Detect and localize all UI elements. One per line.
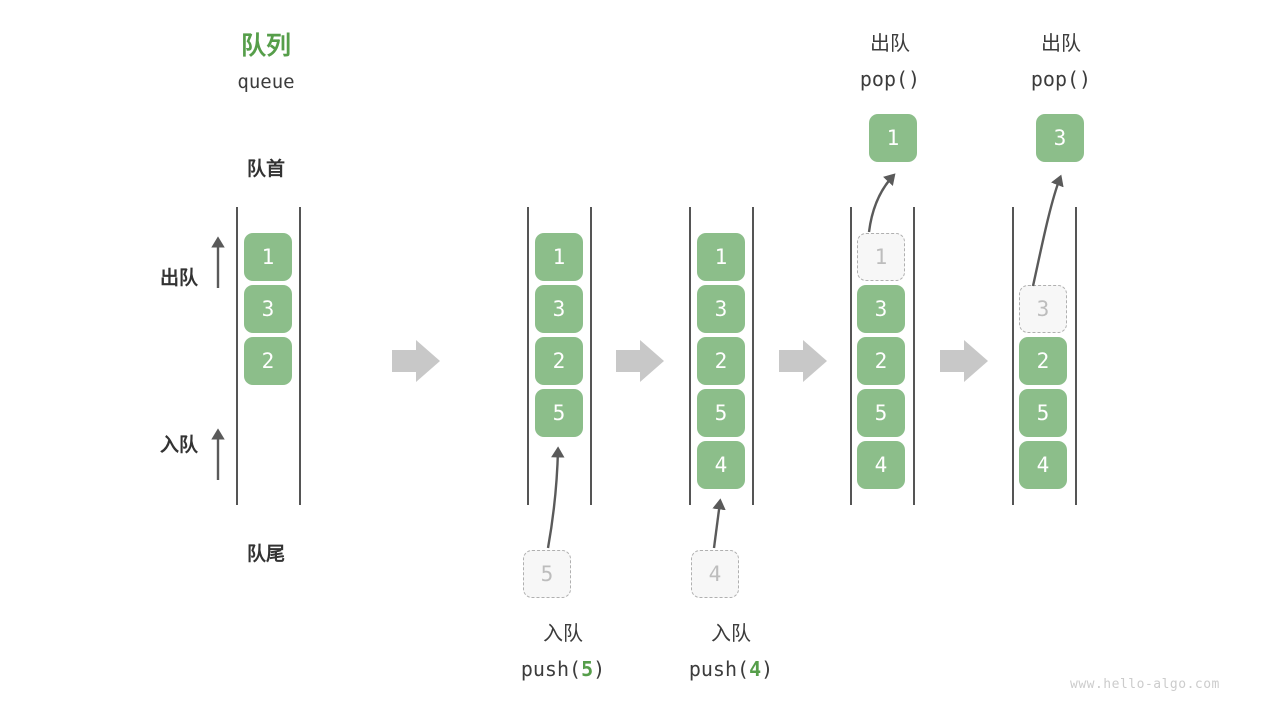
queue-cell: 2 bbox=[857, 337, 905, 385]
queue-rail-right-3 bbox=[752, 207, 754, 505]
queue-cell-new: 4 bbox=[697, 441, 745, 489]
push5-label-cn: 入队 bbox=[543, 623, 583, 645]
push5-label-code: push(5) bbox=[487, 657, 639, 683]
queue-cell: 5 bbox=[857, 389, 905, 437]
queue-rail-right-2 bbox=[590, 207, 592, 505]
queue-rail-left-4 bbox=[850, 207, 852, 505]
popped-element: 1 bbox=[869, 114, 917, 162]
queue-cell: 2 bbox=[535, 337, 583, 385]
queue-rail-left-2 bbox=[527, 207, 529, 505]
push4-label-cn: 入队 bbox=[711, 623, 751, 645]
push5-code-num: 5 bbox=[581, 657, 594, 681]
push5-code-suffix: ) bbox=[593, 657, 606, 681]
queue-cell: 5 bbox=[697, 389, 745, 437]
pop2-label-code: pop() bbox=[1030, 67, 1092, 91]
push4-code-num: 4 bbox=[749, 657, 762, 681]
pop1-label-code: pop() bbox=[859, 67, 921, 91]
queue-cell: 2 bbox=[244, 337, 292, 385]
pop1-curve-arrow bbox=[867, 173, 896, 233]
flow-arrow-1 bbox=[392, 340, 440, 382]
push4-code-prefix: push( bbox=[688, 657, 750, 681]
queue-rail-right-5 bbox=[1075, 207, 1077, 505]
dequeue-side-label: 出队 bbox=[159, 268, 198, 289]
push4-label-code: push(4) bbox=[655, 657, 807, 683]
push4-curve-arrow bbox=[712, 498, 726, 549]
pop2-curve-arrow bbox=[1031, 174, 1064, 287]
queue-cell: 4 bbox=[1019, 441, 1067, 489]
flow-arrow-2 bbox=[616, 340, 664, 382]
queue-cell: 1 bbox=[697, 233, 745, 281]
incoming-element-ghost: 4 bbox=[691, 550, 739, 598]
queue-cell: 1 bbox=[535, 233, 583, 281]
popped-element: 3 bbox=[1036, 114, 1084, 162]
vacated-slot-ghost: 1 bbox=[857, 233, 905, 281]
queue-cell: 1 bbox=[244, 233, 292, 281]
queue-cell: 3 bbox=[244, 285, 292, 333]
enqueue-side-label: 入队 bbox=[159, 435, 198, 456]
watermark: www.hello-algo.com bbox=[1070, 677, 1220, 692]
queue-rail-right-4 bbox=[913, 207, 915, 505]
front-label: 队首 bbox=[246, 159, 285, 180]
queue-rail-left-1 bbox=[236, 207, 238, 505]
pop2-label-cn: 出队 bbox=[1041, 33, 1081, 55]
flow-arrow-3 bbox=[779, 340, 827, 382]
flow-arrow-4 bbox=[940, 340, 988, 382]
vacated-slot-ghost: 3 bbox=[1019, 285, 1067, 333]
queue-cell: 2 bbox=[1019, 337, 1067, 385]
queue-cell: 3 bbox=[697, 285, 745, 333]
push5-code-prefix: push( bbox=[520, 657, 582, 681]
queue-cell: 4 bbox=[857, 441, 905, 489]
queue-cell-new: 5 bbox=[535, 389, 583, 437]
queue-rail-left-3 bbox=[689, 207, 691, 505]
push5-curve-arrow bbox=[546, 446, 565, 549]
rear-label: 队尾 bbox=[246, 544, 285, 565]
queue-cell: 3 bbox=[535, 285, 583, 333]
pop1-label-cn: 出队 bbox=[870, 33, 910, 55]
queue-cell: 2 bbox=[697, 337, 745, 385]
queue-cell: 5 bbox=[1019, 389, 1067, 437]
queue-rail-left-5 bbox=[1012, 207, 1014, 505]
push4-code-suffix: ) bbox=[761, 657, 774, 681]
page-subtitle: queue bbox=[237, 71, 295, 93]
queue-rail-right-1 bbox=[299, 207, 301, 505]
incoming-element-ghost: 5 bbox=[523, 550, 571, 598]
page-title: 队列 bbox=[240, 32, 291, 60]
queue-cell: 3 bbox=[857, 285, 905, 333]
